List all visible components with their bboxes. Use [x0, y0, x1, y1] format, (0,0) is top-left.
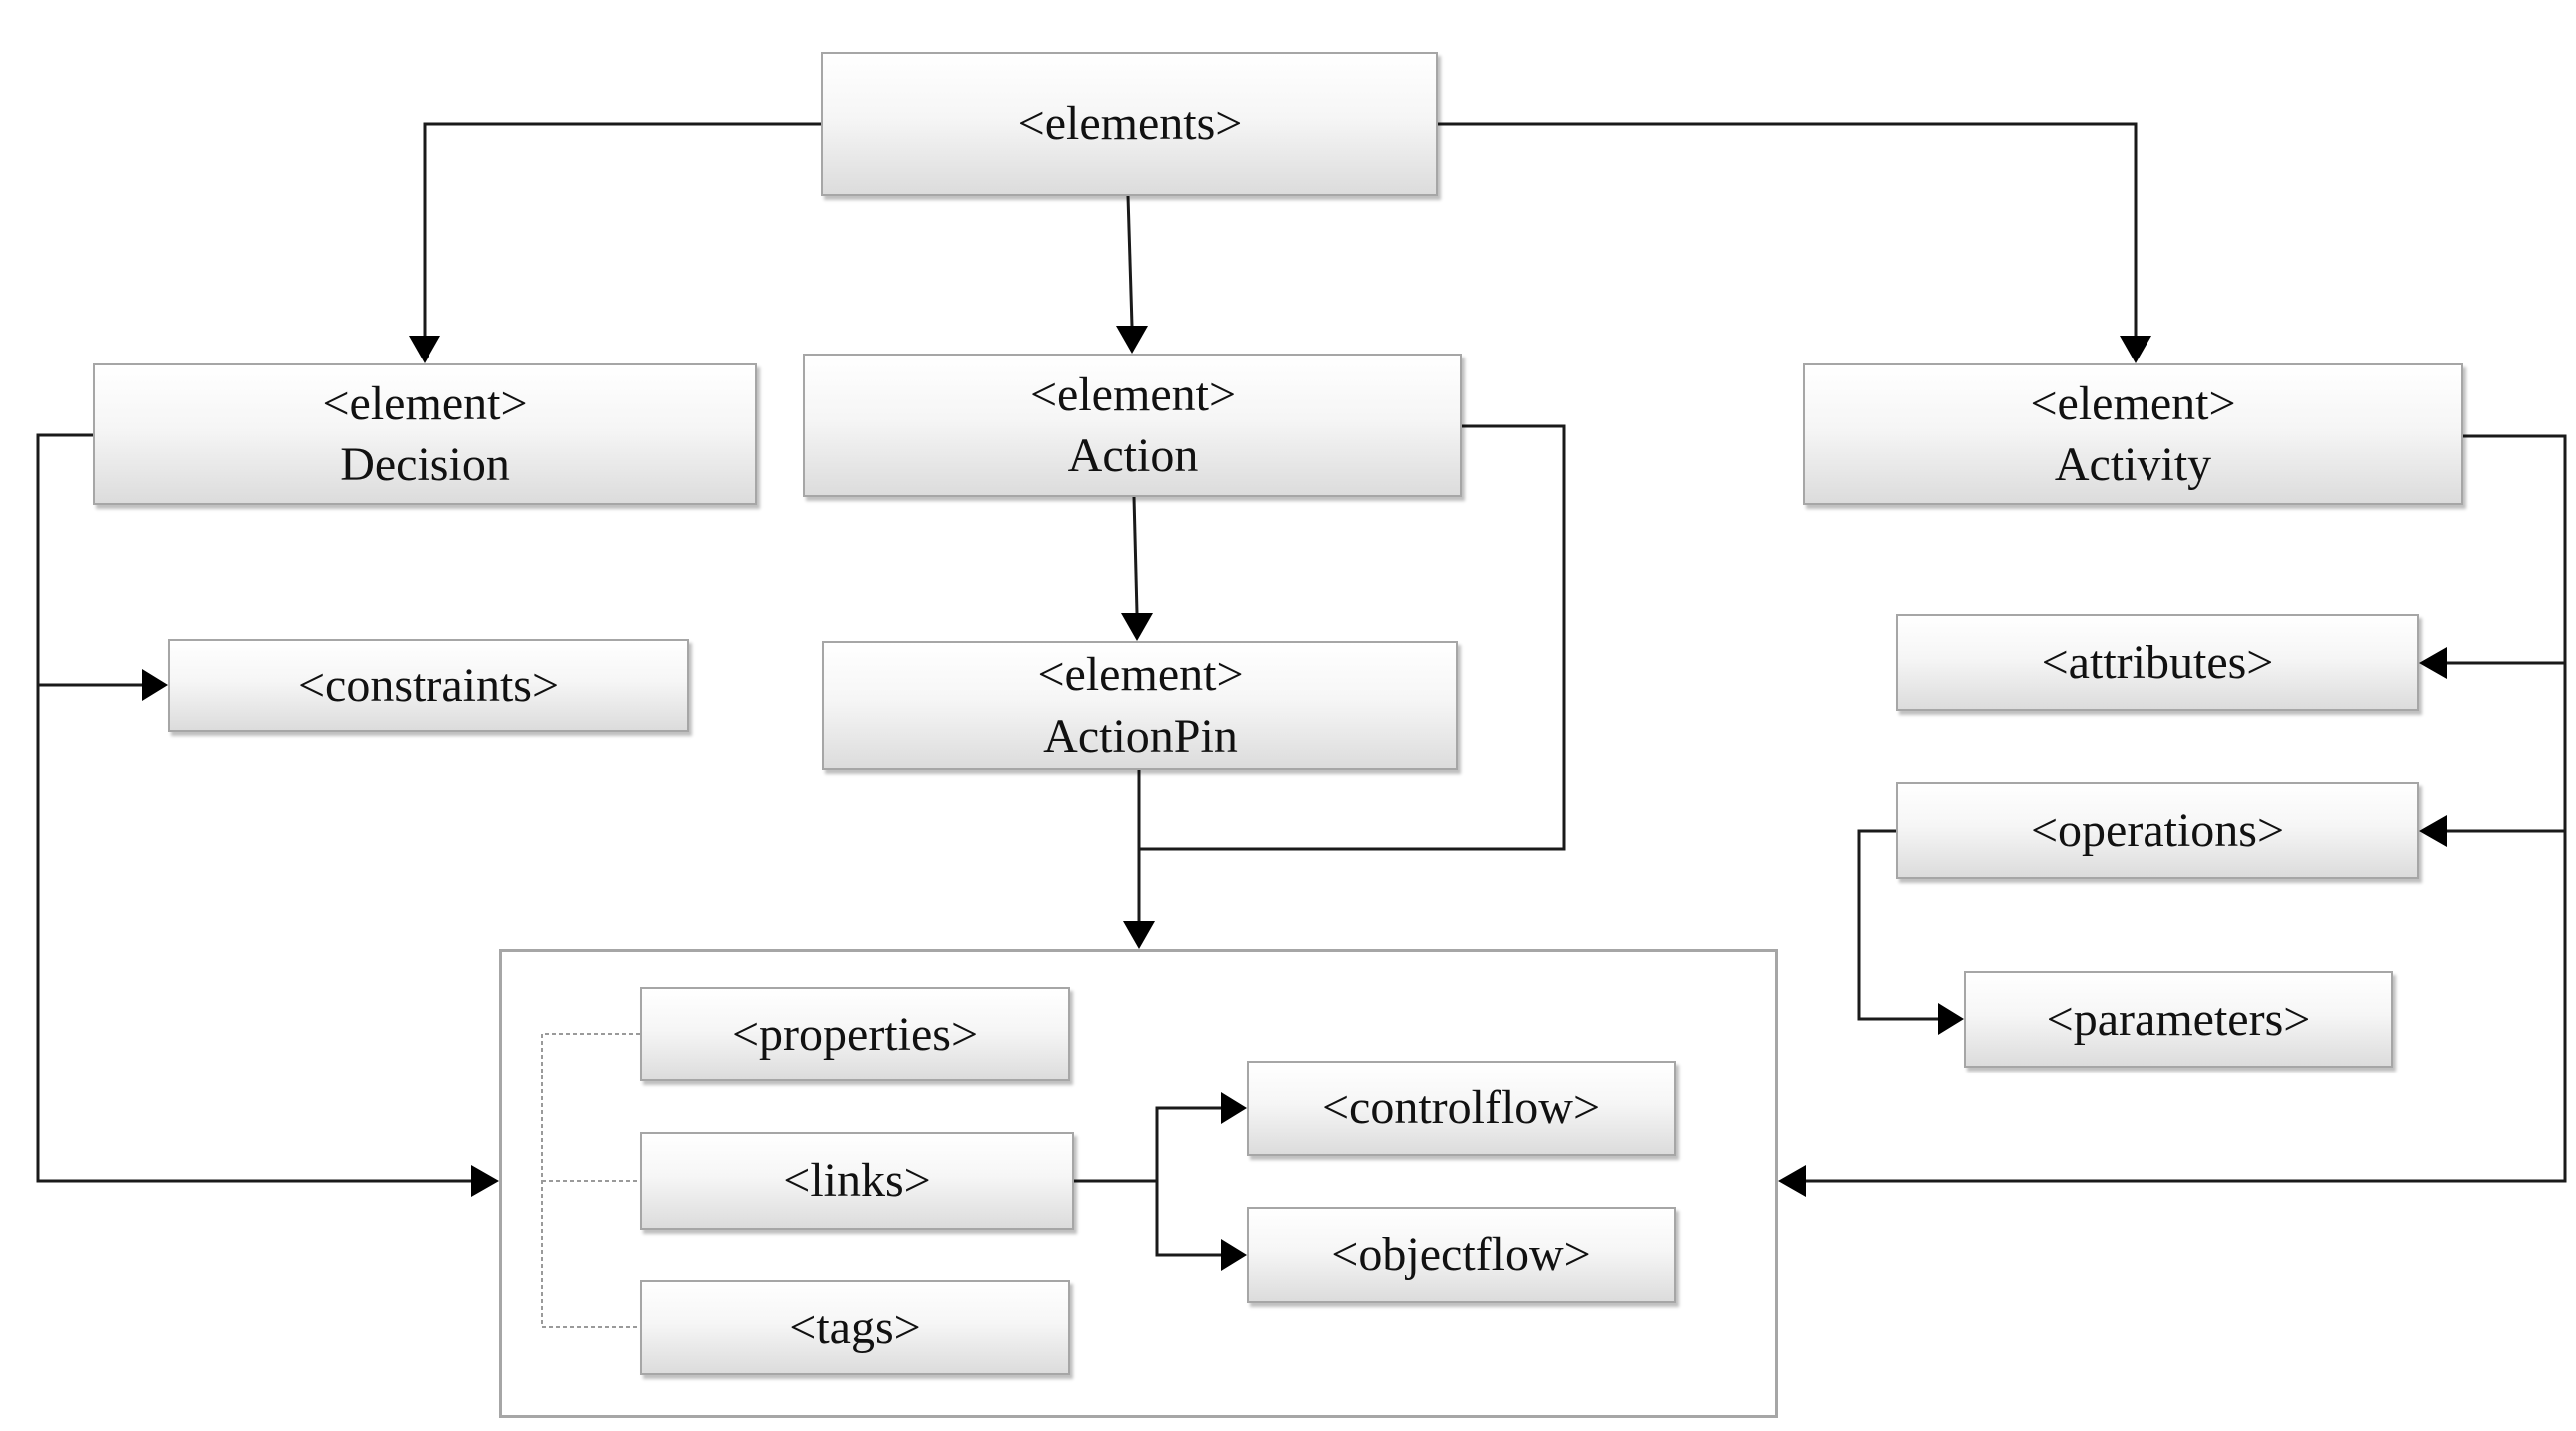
node-decision-stereotype: <element> [322, 376, 528, 430]
node-activity: <element> Activity [1803, 363, 2463, 505]
node-elements: <elements> [821, 52, 1438, 196]
arrowhead-action [1116, 326, 1148, 354]
edge-elements-decision [423, 122, 821, 336]
node-attributes: <attributes> [1896, 614, 2419, 711]
arrowhead-actionpin [1121, 613, 1153, 641]
edge-activity-group [1806, 434, 2567, 1183]
edge-decision-group [36, 433, 475, 1183]
arrowhead-group-right [1778, 1165, 1806, 1197]
node-constraints-label: <constraints> [297, 658, 560, 712]
arrowhead-controlflow [1221, 1092, 1247, 1124]
arrowhead-operations [2419, 815, 2447, 847]
edge-links-controlflow [1155, 1106, 1221, 1181]
edge-elements-activity [1438, 122, 2138, 336]
node-attributes-label: <attributes> [2041, 635, 2274, 689]
node-operations: <operations> [1896, 782, 2419, 879]
node-actionpin: <element> ActionPin [822, 641, 1458, 770]
node-objectflow-label: <objectflow> [1331, 1228, 1591, 1282]
edge-action-actionpin [1132, 496, 1139, 614]
node-operations-label: <operations> [2030, 803, 2285, 857]
node-actionpin-name: ActionPin [1043, 709, 1238, 763]
node-controlflow: <controlflow> [1247, 1061, 1676, 1156]
node-parameters-label: <parameters> [2046, 992, 2311, 1046]
node-controlflow-label: <controlflow> [1321, 1081, 1601, 1135]
node-decision-name: Decision [340, 438, 510, 491]
edge-operations-parameters [1857, 829, 1938, 1021]
node-action-name: Action [1067, 429, 1199, 482]
edge-action-group [1139, 424, 1566, 851]
node-objectflow: <objectflow> [1247, 1207, 1676, 1303]
node-actionpin-stereotype: <element> [1037, 648, 1244, 702]
node-links: <links> [640, 1132, 1074, 1230]
node-constraints: <constraints> [168, 639, 689, 732]
arrowhead-parameters [1938, 1003, 1964, 1035]
arrowhead-constraints [142, 669, 168, 701]
arrowhead-decision [409, 336, 440, 363]
node-properties-label: <properties> [731, 1007, 979, 1061]
arrowhead-objectflow [1221, 1239, 1247, 1271]
node-decision: <element> Decision [93, 363, 757, 505]
node-links-label: <links> [783, 1154, 931, 1208]
node-tags-label: <tags> [789, 1300, 921, 1354]
edge-links-objectflow [1155, 1181, 1221, 1257]
node-properties: <properties> [640, 987, 1070, 1081]
arrowhead-attributes [2419, 647, 2447, 679]
arrowhead-group-top [1123, 921, 1155, 949]
node-action-stereotype: <element> [1029, 367, 1237, 421]
node-action: <element> Action [803, 354, 1462, 497]
common-group-container [499, 949, 1778, 1418]
node-activity-name: Activity [2054, 438, 2212, 491]
edge-elements-action [1126, 195, 1134, 327]
node-activity-stereotype: <element> [2030, 376, 2236, 430]
arrowhead-group-left [471, 1165, 499, 1197]
node-tags: <tags> [640, 1280, 1070, 1375]
node-elements-label: <elements> [1017, 97, 1243, 151]
node-parameters: <parameters> [1964, 971, 2393, 1068]
arrowhead-activity [2120, 336, 2151, 363]
